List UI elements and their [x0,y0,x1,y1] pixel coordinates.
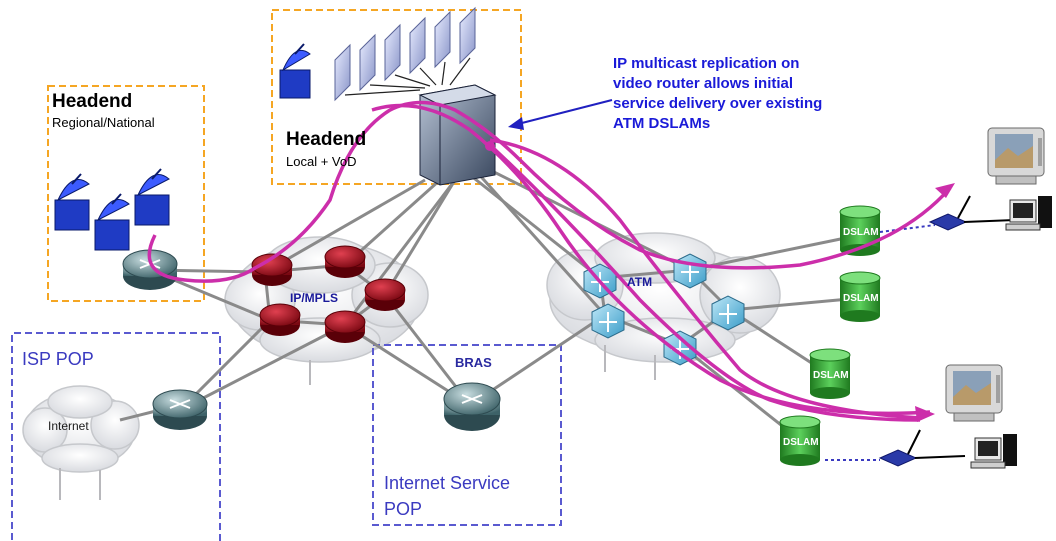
headend-regional-subtitle: Regional/National [52,115,155,130]
mpls-router-icon [324,310,366,343]
bras-label: BRAS [455,355,492,370]
callout-line: service delivery over existing [613,95,823,112]
headend-regional-title: Headend [52,91,133,112]
video-server-stack [334,6,476,102]
headend-local-subtitle: Local + VoD [286,154,357,169]
mpls-router-icon [251,253,293,286]
atm-switch-icon [673,253,707,289]
dslam-label: DSLAM [783,437,819,448]
router-icon [152,389,208,430]
callout-arrow [508,99,613,130]
atm-switch-icon [591,303,625,339]
headend-local-box [271,9,522,185]
multicast-path [147,100,952,422]
tv-icon [987,127,1045,185]
callout-line: IP multicast replication on [613,55,800,72]
dslam-label: DSLAM [843,293,879,304]
dslam-icon [779,415,821,466]
mpls-router-icon [259,303,301,336]
dslam-label: DSLAM [843,227,879,238]
modem-to-pc-line [914,455,966,459]
pc-icon [1005,196,1052,231]
mpls-router-icon [364,278,406,311]
bras-router-icon [443,382,501,431]
callout-line: ATM DSLAMs [613,115,711,132]
atm-label: ATM [627,275,653,289]
satellite-dish-icon [54,173,90,231]
mpls-router-icon [324,245,366,278]
callout-line: video router allows initial [613,75,794,92]
replication-point [485,141,495,151]
modem-to-pc-line [963,219,1016,223]
atm-switch-icon [663,330,697,366]
tv-icon [945,364,1003,422]
satellite-dish-icon [94,193,130,251]
internet-service-pop-line2: POP [384,499,423,519]
arrowhead-icon [915,406,935,422]
video-router-icon [418,84,497,186]
pc-icon [970,434,1017,469]
dsl-modem-icon [878,429,921,467]
isp-pop-box [11,332,221,541]
internet-cloud [22,385,140,473]
satellite-dish-icon [134,168,170,226]
internet-service-pop-box [372,344,562,526]
dslam-label: DSLAM [813,370,849,381]
dslam-icon [839,271,881,322]
ipmpls-label: IP/MPLS [290,291,339,305]
internet-service-pop-line1: Internet Service [384,473,511,493]
atm-switch-icon [711,295,745,331]
arrowhead-icon [935,183,955,198]
internet-label: Internet [48,419,89,433]
headend-regional-box [47,85,205,302]
cloud-stubs [59,345,656,500]
isp-pop-label: ISP POP [22,349,94,369]
satellite-dish-icon [279,43,311,99]
multicast-callout: IP multicast replication on video router… [613,54,913,134]
dslam-icon [809,348,851,399]
headend-local-title: Headend [286,129,367,150]
